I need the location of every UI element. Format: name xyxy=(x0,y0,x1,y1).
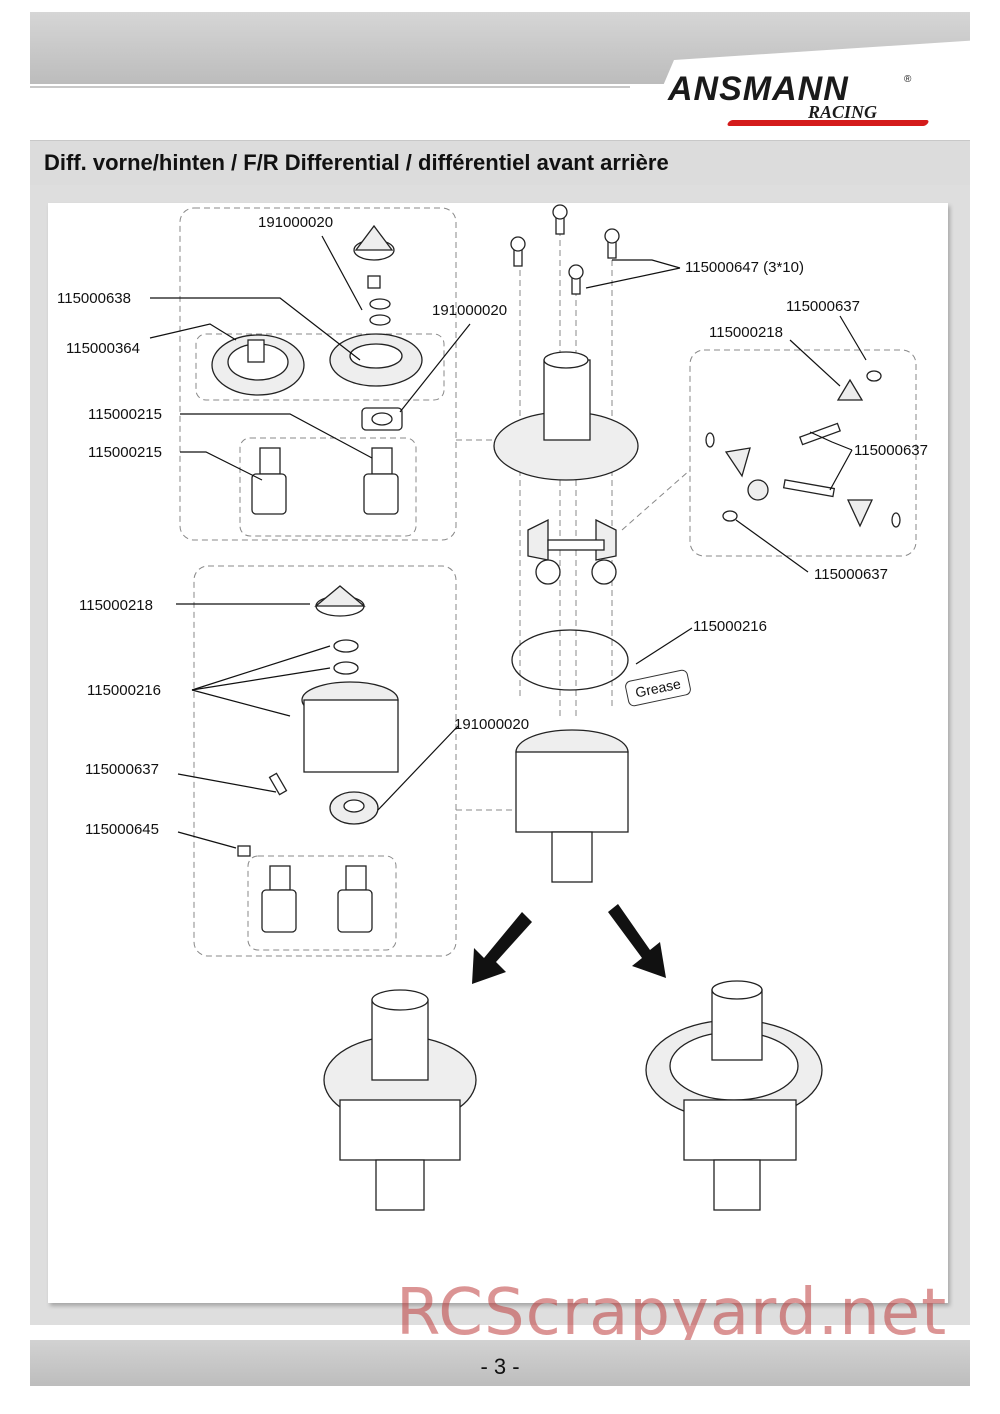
arrow-down-left xyxy=(472,912,532,984)
label-115000637-pin: 115000637 xyxy=(854,442,928,459)
assembled-diff-left xyxy=(323,989,477,1211)
footer-band xyxy=(30,1340,970,1386)
label-115000216-left: 115000216 xyxy=(87,682,161,699)
label-115000645: 115000645 xyxy=(85,821,159,838)
cross-pin-left xyxy=(268,772,288,796)
leader-lines xyxy=(149,235,867,849)
diagram-panel xyxy=(48,203,948,1303)
connector-right xyxy=(621,469,691,531)
outdrive-cup-a xyxy=(251,447,287,515)
group-box-cups-top xyxy=(239,437,417,537)
page-number: - 3 - xyxy=(480,1354,520,1379)
header-rule xyxy=(30,86,630,88)
label-115000638: 115000638 xyxy=(57,290,131,307)
pin-top xyxy=(367,275,381,289)
watermark: RCScrapyard.net xyxy=(396,1276,948,1350)
label-191000020-bearing: 191000020 xyxy=(432,302,508,319)
outdrive-cup-b xyxy=(363,447,399,515)
brand-name: ANSMANN xyxy=(668,70,849,108)
label-115000637-low: 115000637 xyxy=(814,566,888,583)
assembled-diff-right xyxy=(645,980,823,1211)
bearing-top xyxy=(361,407,403,431)
section-title: Diff. vorne/hinten / F/R Differential / … xyxy=(44,150,669,175)
label-115000637-top: 115000637 xyxy=(786,298,860,315)
brand-subtitle: RACING xyxy=(808,102,878,122)
bearing-left xyxy=(329,791,379,825)
left-bottom-parts xyxy=(237,585,399,933)
main-diff-housing-top xyxy=(493,351,639,481)
arrow-down-right xyxy=(608,904,666,978)
outdrive-cup-c xyxy=(261,865,297,933)
label-115000215-b: 115000215 xyxy=(88,444,162,461)
group-box-cups-bottom xyxy=(247,855,397,951)
group-box-top-left xyxy=(179,207,457,541)
bevel-gear-left xyxy=(314,585,366,617)
outdrive-cup-d xyxy=(337,865,373,933)
ring-gear-left xyxy=(329,333,423,387)
washer-top-b xyxy=(369,314,391,326)
set-screw xyxy=(237,845,251,857)
label-191000020-top: 191000020 xyxy=(258,214,334,231)
spur-gear-left xyxy=(211,334,305,396)
o-ring xyxy=(511,629,629,691)
label-115000364: 115000364 xyxy=(66,340,140,357)
label-115000215-a: 115000215 xyxy=(88,406,162,423)
brand-logo: ANSMANN ® RACING xyxy=(668,68,938,138)
arrows xyxy=(472,904,666,984)
group-box-gears xyxy=(195,333,445,401)
washer-top-a xyxy=(369,298,391,310)
label-115000218-right: 115000218 xyxy=(709,324,783,341)
right-group-parts xyxy=(705,370,901,528)
bevel-gear-top xyxy=(353,224,395,261)
diff-case-center xyxy=(515,729,629,883)
spider-gears xyxy=(527,518,617,585)
label-115000637-left: 115000637 xyxy=(85,761,159,778)
label-115000216-right: 115000216 xyxy=(693,618,767,635)
label-115000647: 115000647 (3*10) xyxy=(685,259,804,276)
label-115000218-left: 115000218 xyxy=(79,597,153,614)
screws xyxy=(510,204,620,295)
registered-mark: ® xyxy=(904,74,912,85)
label-191000020-left: 191000020 xyxy=(454,716,530,733)
diff-case-left xyxy=(301,681,399,773)
section-title-bar: Diff. vorne/hinten / F/R Differential / … xyxy=(30,140,970,186)
